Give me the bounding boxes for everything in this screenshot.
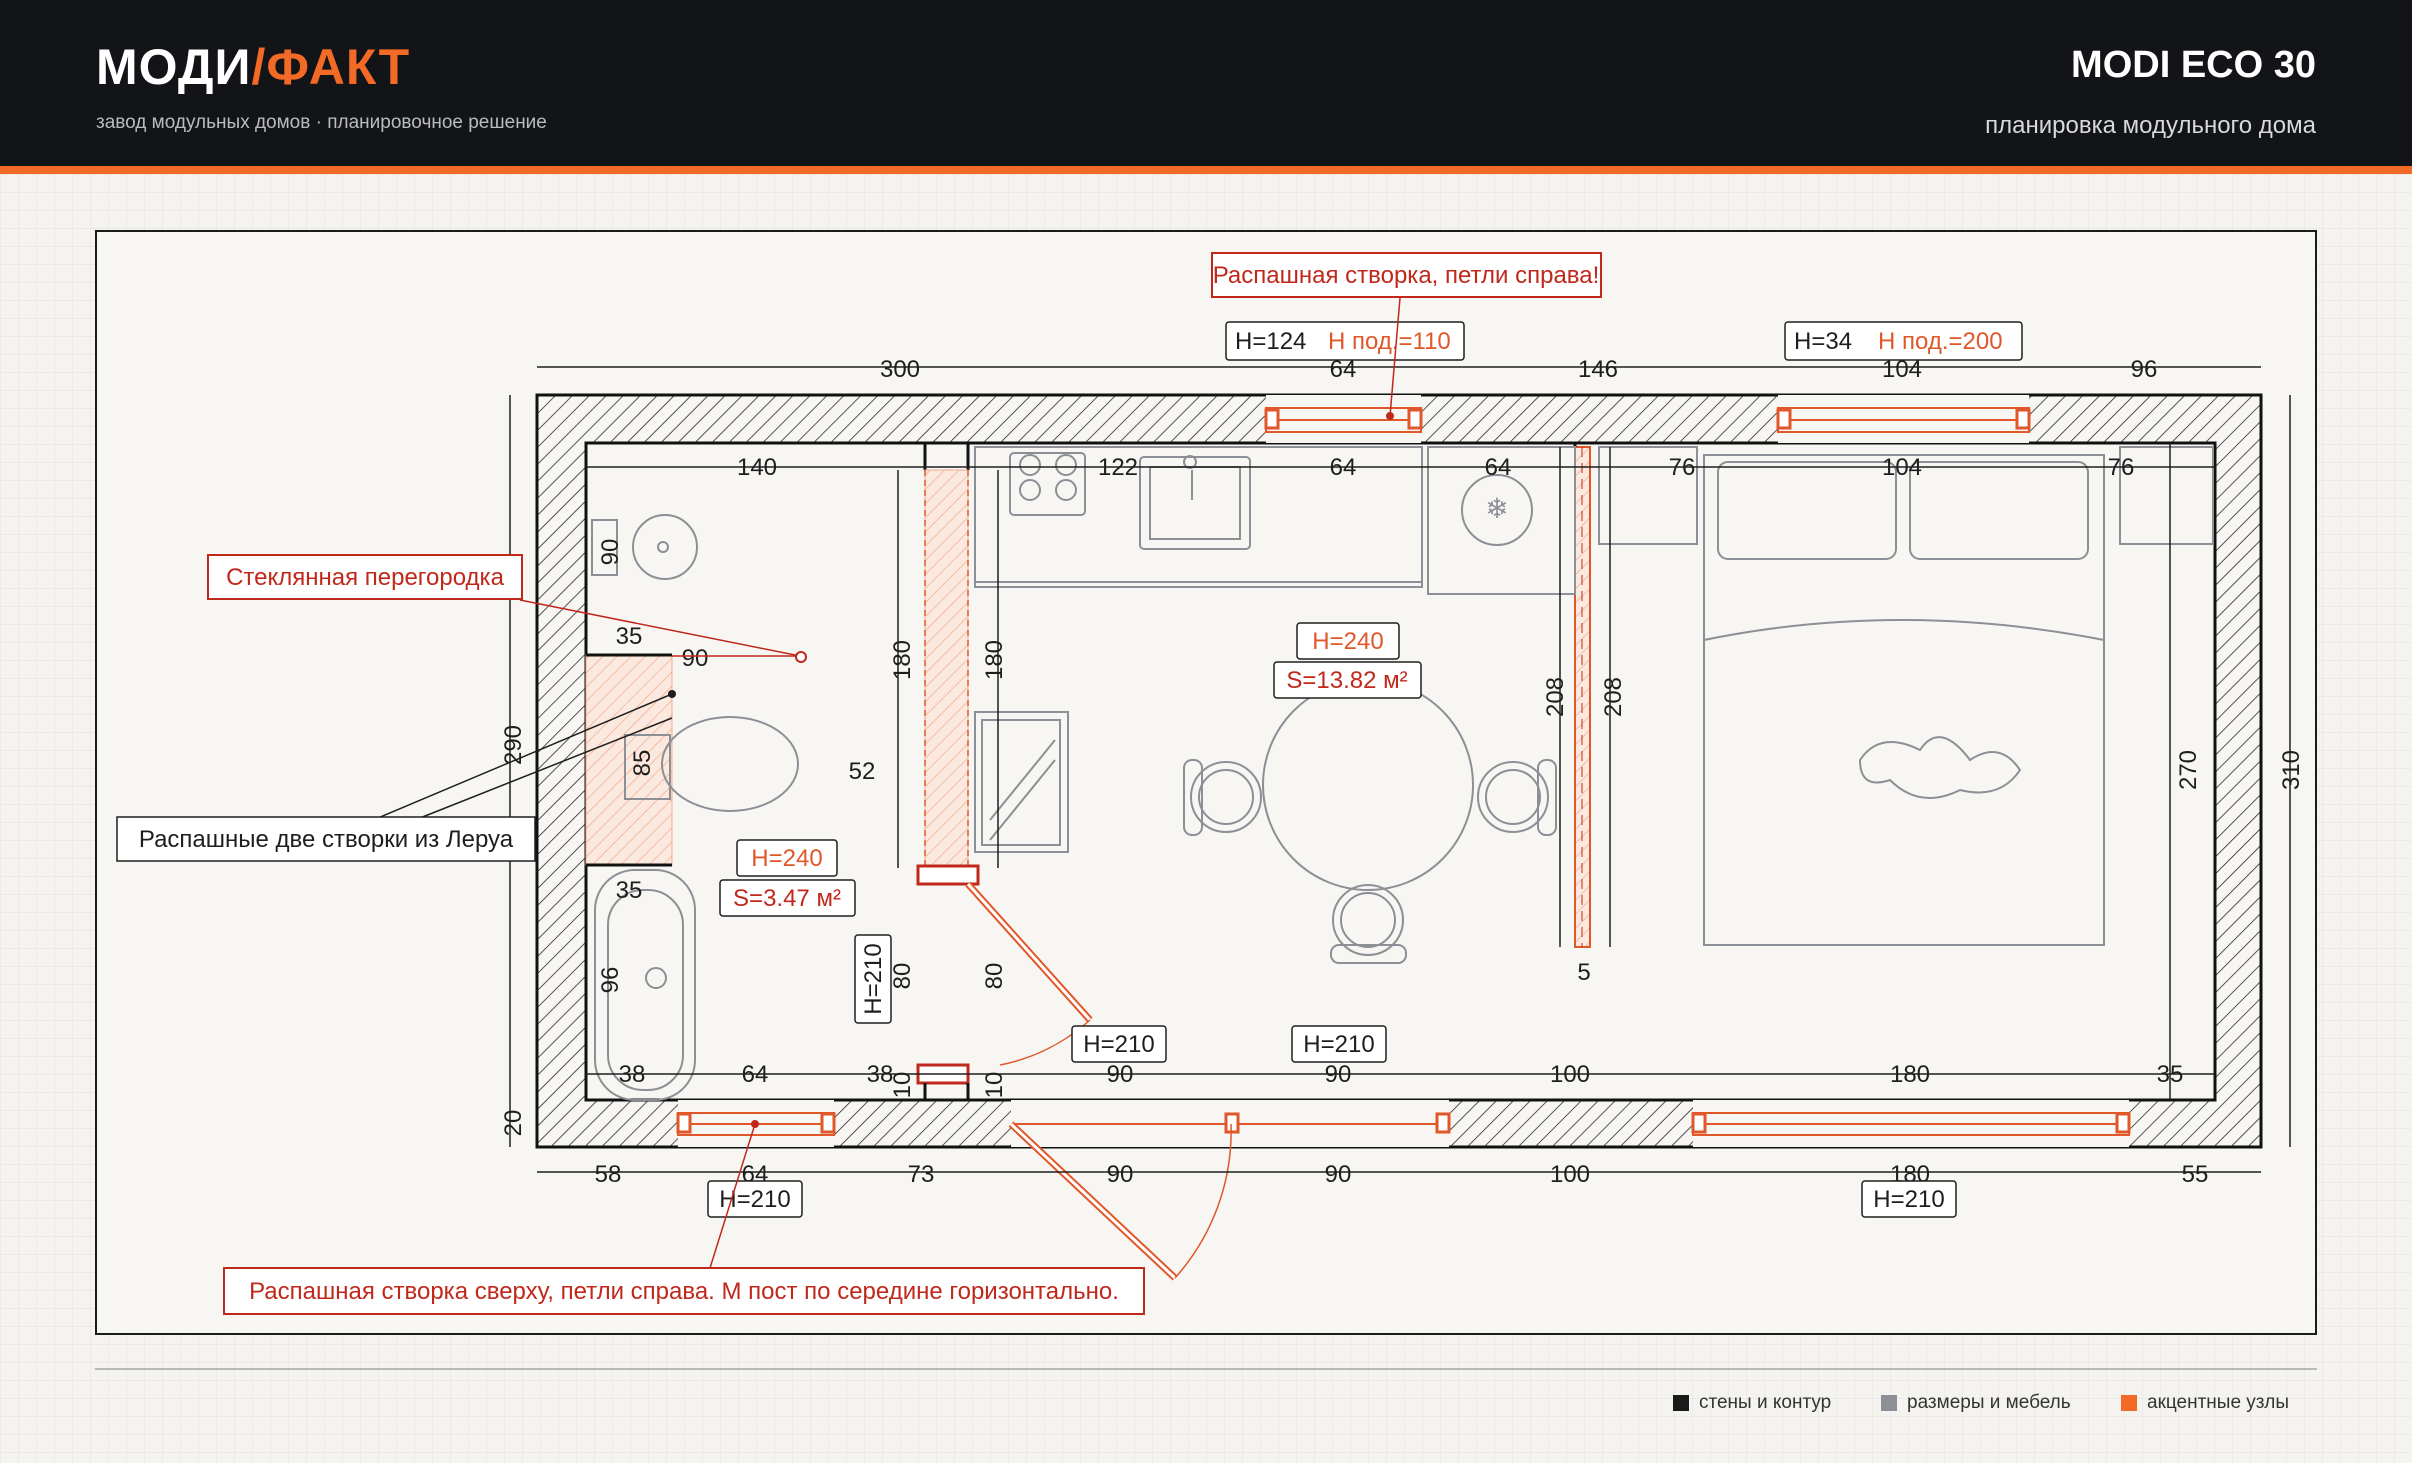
dim-bottom-4: 90: [1325, 1161, 1352, 1188]
tag-door-entry: H=210: [1083, 1031, 1154, 1058]
svg-text:❄: ❄: [1485, 492, 1508, 525]
dimension-lines: [509, 366, 2291, 1173]
dimension-labels: 300 64 146 104 96 140 122 64 64 76 104 7…: [500, 356, 2305, 1188]
dim-in-bottom-7: 35: [2157, 1061, 2184, 1088]
legend-swatch-accent: [2121, 1395, 2137, 1411]
dim-bath-0: 90: [597, 539, 624, 566]
legend-walls: стены и контур: [1673, 1392, 1831, 1414]
tag-bath-h: H=240: [751, 845, 822, 872]
dim-in-top-0: 140: [737, 454, 777, 481]
dim-in-top-5: 104: [1882, 454, 1922, 481]
tag-win1-sill: H под.=110: [1328, 328, 1451, 355]
dim-in-bottom-4: 90: [1325, 1061, 1352, 1088]
dim-top-4: 96: [2131, 356, 2158, 383]
dim-bottom-7: 55: [2182, 1161, 2209, 1188]
tag-win1-h: H=124: [1235, 328, 1306, 355]
legend-dims: размеры и мебель: [1881, 1392, 2071, 1414]
dim-in-bottom-2: 38: [867, 1061, 894, 1088]
dim-bath-2: 90: [682, 645, 709, 672]
dim-in-top-1: 122: [1098, 454, 1138, 481]
dim-right-0: 310: [2278, 750, 2305, 790]
tag-main-h: H=240: [1312, 628, 1383, 655]
dim-bottom-2: 73: [908, 1161, 935, 1188]
dim-bottom-5: 100: [1550, 1161, 1590, 1188]
model-subtitle: планировка модульного дома: [1985, 112, 2316, 139]
notes: Распашная створка, петли справа! Стеклян…: [116, 252, 1602, 1315]
brand-logo: МОДИ/ФАКТ: [96, 39, 411, 95]
dim-in-top-3: 64: [1485, 454, 1512, 481]
brand-tagline: завод модульных домов · планировочное ре…: [96, 112, 547, 133]
note-glass: Стеклянная перегородка: [226, 564, 505, 591]
legend-accent: акцентные узлы: [2121, 1392, 2289, 1414]
tag-win2-h: H=34: [1794, 328, 1852, 355]
dim-bath-6: 96: [597, 967, 624, 994]
tag-win-big: H=210: [1873, 1186, 1944, 1213]
dim-part-0: 180: [889, 640, 916, 680]
tag-bath-area: S=3.47 м²: [733, 885, 841, 912]
dim-top-0: 300: [880, 356, 920, 383]
dim-bath-8: 10: [981, 1072, 1008, 1099]
header-bar: МОДИ/ФАКТ завод модульных домов · планир…: [0, 0, 2412, 166]
dim-in-bottom-3: 90: [1107, 1061, 1134, 1088]
legend-swatch-walls: [1673, 1395, 1689, 1411]
dim-in-bottom-6: 180: [1890, 1061, 1930, 1088]
dim-bottom-0: 58: [595, 1161, 622, 1188]
dim-bottom-3: 90: [1107, 1161, 1134, 1188]
openings: [676, 395, 2131, 1281]
legend-label-accent: акцентные узлы: [2147, 1392, 2290, 1413]
furniture: ❄: [591, 446, 2214, 1101]
note-bottom: Распашная створка сверху, петли справа. …: [249, 1278, 1119, 1305]
dim-bath-3: 85: [629, 750, 656, 777]
tag-door-bath: H=210: [860, 943, 887, 1014]
tag-win-bath: H=210: [719, 1186, 790, 1213]
tag-main-area: S=13.82 м²: [1286, 667, 1407, 694]
dim-in-bottom-0: 38: [619, 1061, 646, 1088]
dim-part-2: 80: [889, 963, 916, 990]
dim-part-1: 180: [981, 640, 1008, 680]
accent-stripe: [0, 166, 2412, 174]
dim-left-0: 290: [500, 725, 527, 765]
model-title: MODI ECO 30: [2071, 44, 2316, 86]
dim-top-2: 146: [1578, 356, 1618, 383]
note-top-window: Распашная створка, петли справа!: [1213, 262, 1600, 289]
tag-win2-sill: H под.=200: [1878, 328, 2003, 355]
dim-right-1: 270: [2175, 750, 2202, 790]
legend-swatch-dims: [1881, 1395, 1897, 1411]
dim-part-4: 208: [1542, 677, 1569, 717]
dim-part-3: 80: [981, 963, 1008, 990]
partitions: [585, 443, 1591, 1100]
dim-in-bottom-1: 64: [742, 1061, 769, 1088]
dim-bath-7: 10: [889, 1072, 916, 1099]
walls: [535, 393, 2263, 1149]
dim-left-1: 20: [500, 1110, 527, 1137]
dim-bath-5: 35: [616, 877, 643, 904]
dim-bath-4: 52: [849, 758, 876, 785]
dim-in-top-4: 76: [1669, 454, 1696, 481]
footer-divider: [95, 1368, 2317, 1370]
dim-in-top-2: 64: [1330, 454, 1357, 481]
dim-in-bottom-5: 100: [1550, 1061, 1590, 1088]
legend-label-dims: размеры и мебель: [1907, 1392, 2071, 1413]
legend-label-walls: стены и контур: [1699, 1392, 1832, 1413]
note-doors-leroy: Распашные две створки из Леруа: [139, 826, 514, 853]
dim-in-top-6: 76: [2108, 454, 2135, 481]
dim-part-5: 208: [1600, 677, 1627, 717]
dim-part-6: 5: [1577, 959, 1590, 986]
tag-door-mid: H=210: [1303, 1031, 1374, 1058]
dim-bath-1: 35: [616, 623, 643, 650]
